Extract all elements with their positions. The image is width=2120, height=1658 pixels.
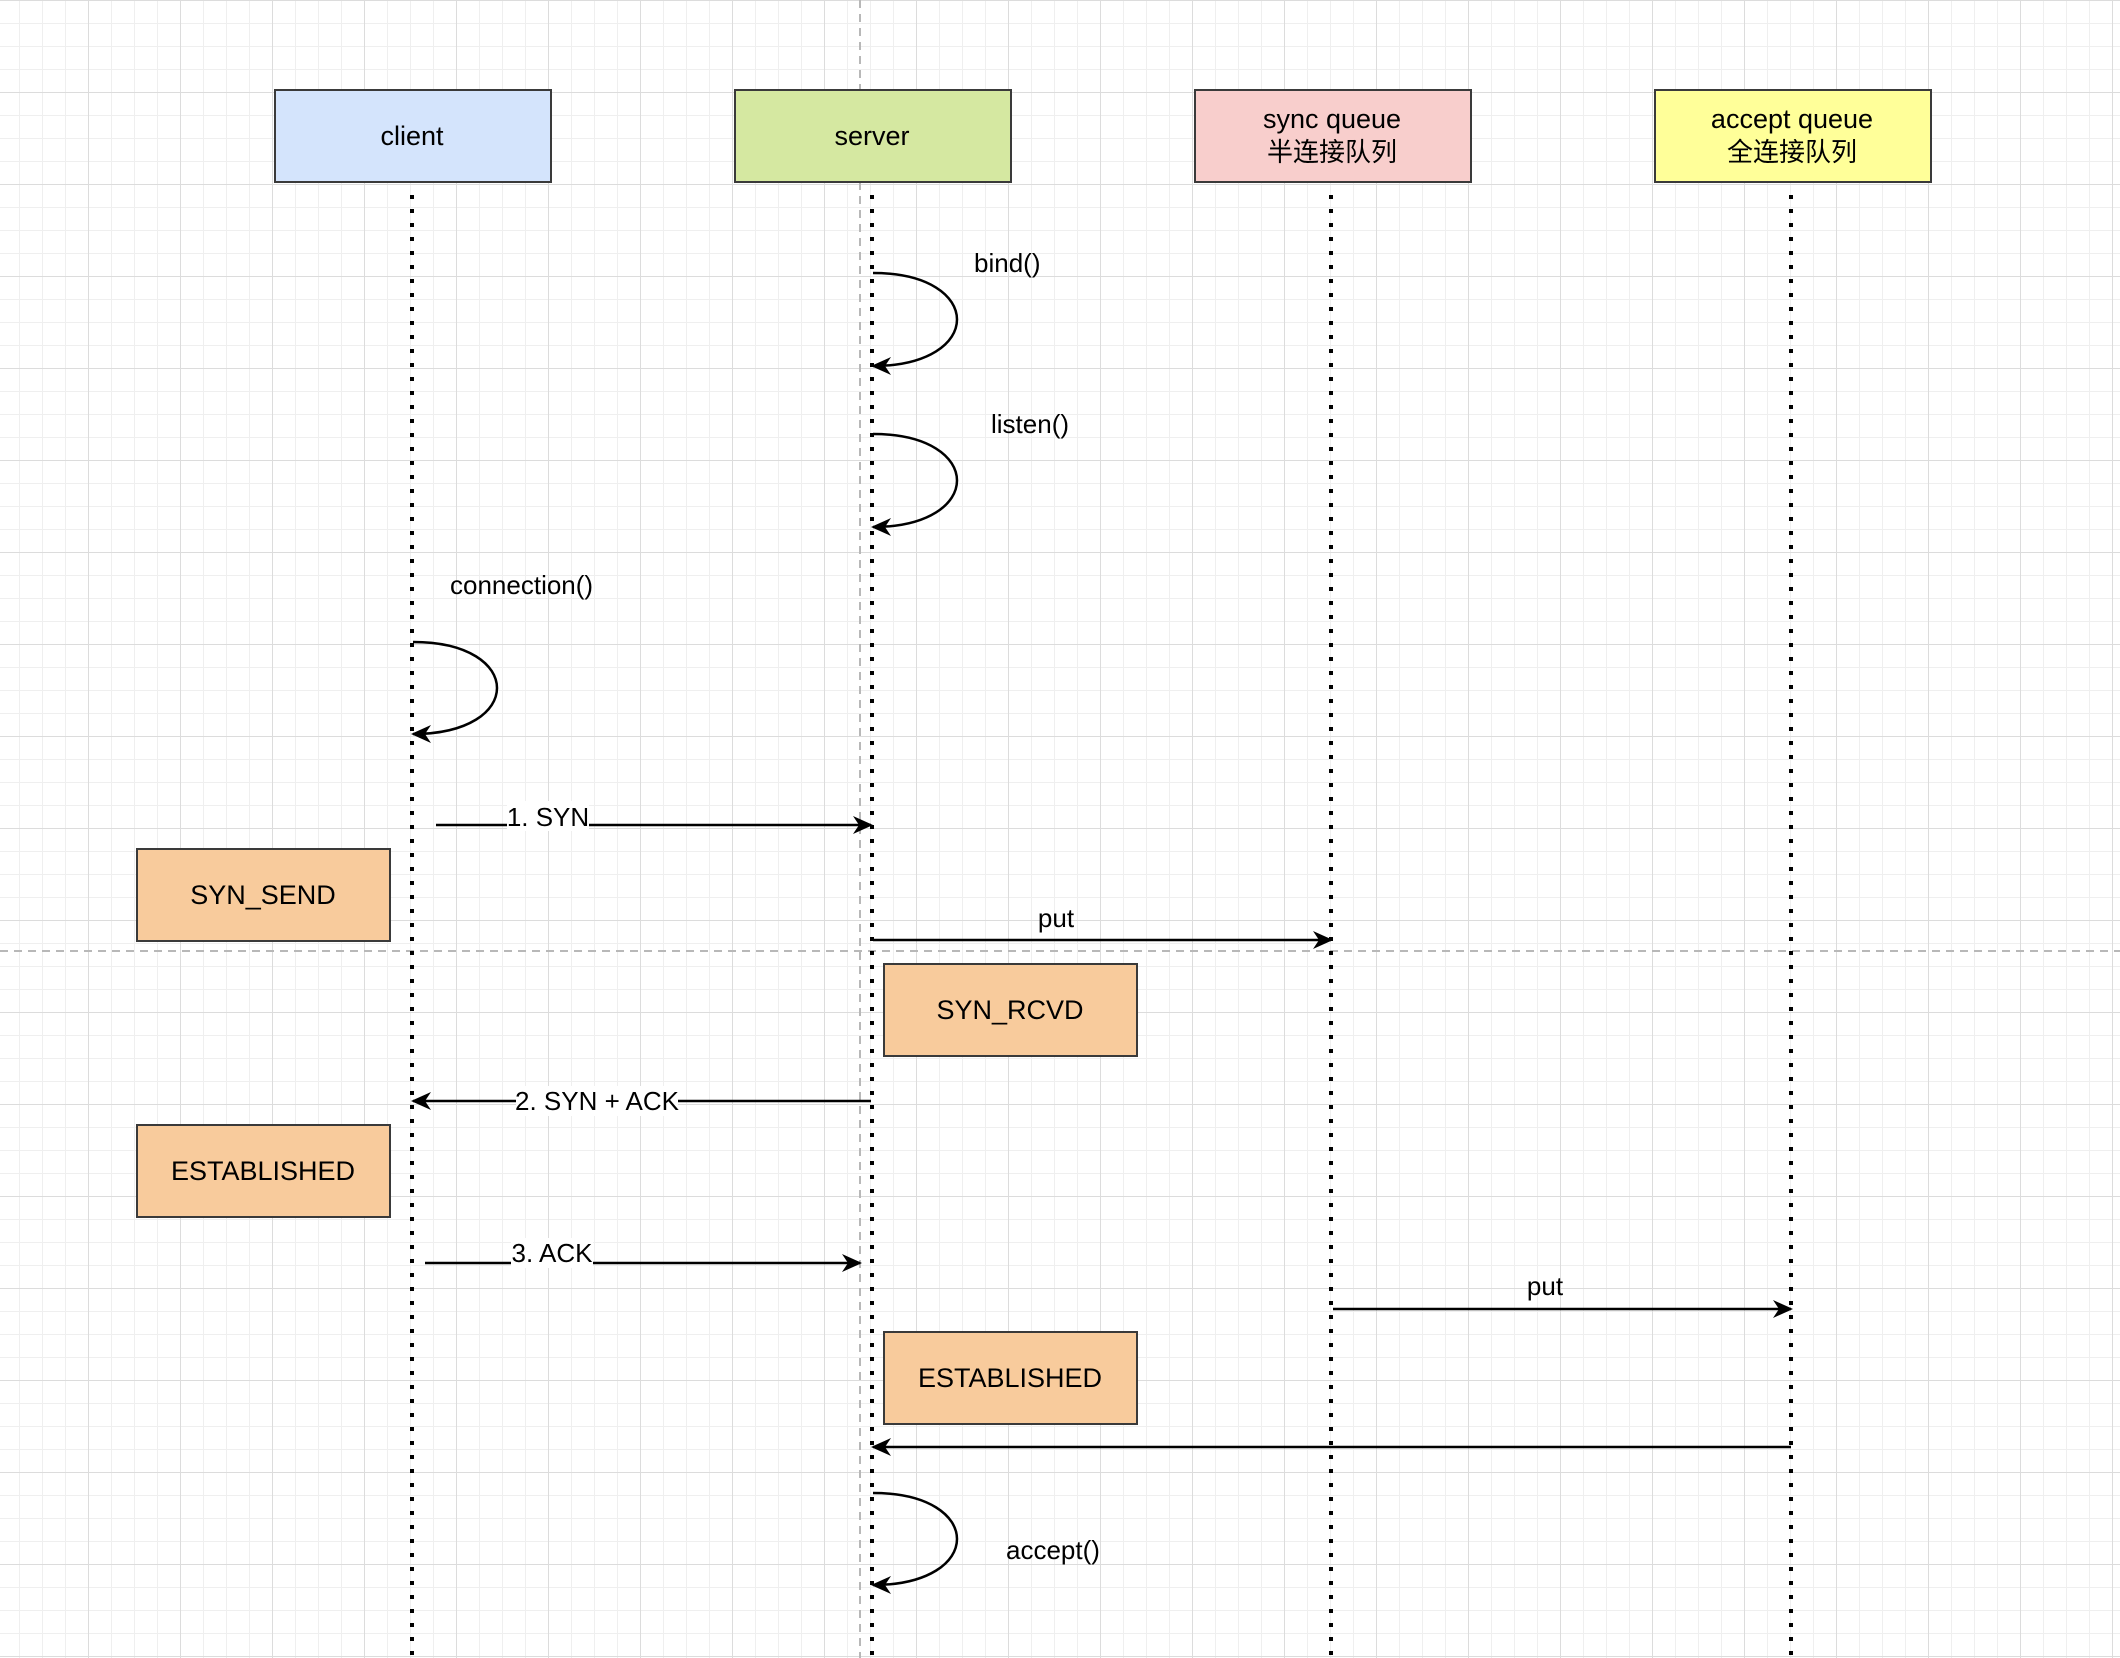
accept-self-arrow (871, 1491, 959, 1594)
connection-label: connection() (450, 570, 593, 600)
server-syn-rcvd-box (883, 963, 1138, 1057)
server-participant[interactable]: server (734, 89, 1012, 183)
server-syn-rcvd-state[interactable]: SYN_RCVD (883, 963, 1138, 1057)
accept-queue-box (1654, 89, 1932, 183)
client-participant[interactable]: client (274, 89, 552, 183)
accept-queue-label: accept queue (1711, 104, 1873, 134)
ack-label: 3. ACK (512, 1238, 594, 1268)
sync-queue-box (1194, 89, 1472, 183)
accept-label: accept() (1006, 1535, 1100, 1565)
listen-self-arrow (871, 432, 959, 536)
client-syn-send-label: SYN_SEND (190, 880, 336, 910)
server-box (734, 89, 1012, 183)
client-syn-send-box (136, 848, 391, 942)
syn-label: 1. SYN (507, 802, 589, 832)
connection-self-arrow (411, 640, 499, 743)
sync-queue-participant[interactable]: sync queue 半连接队列 (1194, 89, 1472, 183)
client-box (274, 89, 552, 183)
listen-label: listen() (991, 409, 1069, 439)
accept-queue-sublabel: 全连接队列 (1727, 138, 1857, 168)
sync-queue-sublabel: 半连接队列 (1267, 138, 1397, 168)
server-established-label: ESTABLISHED (918, 1363, 1102, 1393)
bind-label: bind() (974, 248, 1040, 278)
server-established-state[interactable]: ESTABLISHED (883, 1331, 1138, 1425)
put-sync-label: put (1038, 903, 1075, 933)
client-established-state[interactable]: ESTABLISHED (136, 1124, 391, 1218)
server-label: server (834, 121, 909, 151)
server-established-box (883, 1331, 1138, 1425)
client-established-box (136, 1124, 391, 1218)
syn-ack-label: 2. SYN + ACK (515, 1086, 680, 1116)
sync-queue-label: sync queue (1263, 104, 1401, 134)
server-syn-rcvd-label: SYN_RCVD (936, 995, 1083, 1025)
syn-label-bg (507, 801, 589, 831)
client-syn-send-state[interactable]: SYN_SEND (136, 848, 391, 942)
syn-ack-label-bg (516, 1086, 678, 1116)
put-accept-label: put (1527, 1271, 1564, 1301)
bind-self-arrow (871, 271, 959, 375)
accept-queue-participant[interactable]: accept queue 全连接队列 (1654, 89, 1932, 183)
ack-label-bg (511, 1238, 593, 1268)
client-label: client (380, 121, 444, 151)
client-established-label: ESTABLISHED (171, 1156, 355, 1186)
